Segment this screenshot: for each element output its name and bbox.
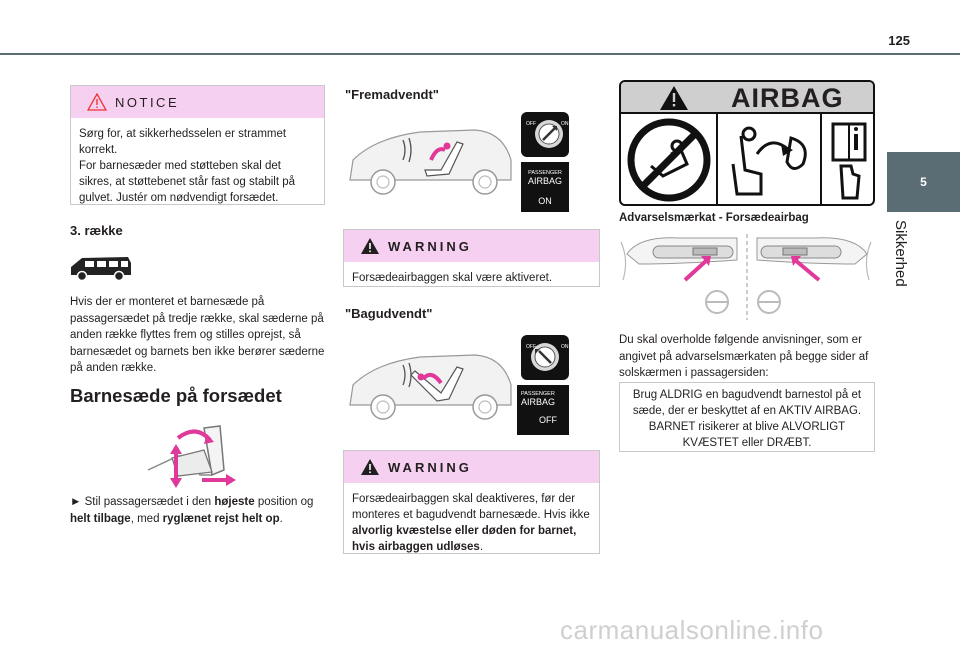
- rearward-warning-body: Forsædeairbaggen skal deaktiveres, før d…: [344, 483, 599, 563]
- warning-triangle-icon: [361, 238, 379, 254]
- header-rule: [0, 53, 960, 55]
- front-seat-heading: Barnesæde på forsædet: [70, 385, 282, 406]
- svg-text:OFF: OFF: [526, 121, 536, 127]
- instr-mid2: , med: [130, 512, 163, 525]
- airbag-banner: AIRBAG: [621, 82, 873, 114]
- rearward-warning-title: WARNING: [388, 459, 472, 475]
- airbag-boxed-warning: Brug ALDRIG en bagudvendt barnestol på e…: [619, 382, 875, 452]
- sun-visor-illustration: [619, 230, 875, 322]
- airbag-banner-text: AIRBAG: [731, 83, 844, 113]
- airbag-label-text: Du skal overholde følgende anvisninger, …: [619, 334, 869, 379]
- instr-b3: ryglænet rejst helt op: [162, 512, 280, 525]
- forward-indicator-state: ON: [538, 196, 552, 206]
- row3-heading: 3. række: [70, 223, 123, 238]
- forward-indicator-label: PASSENGER: [528, 170, 562, 176]
- rearward-indicator-airbag: AIRBAG: [521, 397, 556, 407]
- rearward-car-illustration: [345, 345, 515, 425]
- rearward-warning-box: WARNING Forsædeairbaggen skal deaktivere…: [343, 450, 600, 554]
- section-title: Sikkerhed: [883, 220, 913, 310]
- notice-body: Sørg for, at sikkerhedsselen er strammet…: [71, 118, 324, 214]
- svg-text:ON: ON: [561, 344, 569, 350]
- notice-line-2: For barnesæder med støtteben skal det si…: [79, 160, 296, 204]
- instr-prefix: ► Stil passagersædet i den: [70, 496, 215, 508]
- seat-adjust-illustration: [138, 420, 248, 488]
- watermark: carmanualsonline.info: [560, 615, 824, 645]
- section-tab[interactable]: 5: [887, 152, 960, 212]
- notice-line-1: Sørg for, at sikkerhedsselen er strammet…: [79, 128, 287, 156]
- forward-car-illustration: [345, 120, 515, 200]
- rearward-indicator-label: PASSENGER: [521, 391, 555, 397]
- rearward-warning-bold: alvorlig kvæstelse eller døden for barne…: [352, 525, 577, 553]
- notice-title: NOTICE: [115, 94, 180, 110]
- instr-mid1: position og: [254, 496, 314, 508]
- rearward-warning-suffix: .: [479, 541, 484, 553]
- rearward-switch-knob: OFF ON: [521, 335, 569, 380]
- forward-heading: "Fremadvendt": [345, 87, 439, 102]
- rearward-indicator-state: OFF: [539, 415, 557, 425]
- front-seat-instruction: ► Stil passagersædet i den højeste posit…: [70, 494, 328, 527]
- warning-triangle-icon: [660, 86, 688, 110]
- svg-text:OFF: OFF: [526, 344, 536, 350]
- forward-warning-body: Forsædeairbaggen skal være aktiveret.: [352, 272, 553, 284]
- forward-warning-title: WARNING: [388, 238, 472, 254]
- notice-header: NOTICE: [71, 86, 324, 118]
- forward-warning-box: WARNING Forsædeairbaggen skal være aktiv…: [343, 229, 600, 287]
- instr-b2: helt tilbage: [70, 512, 131, 525]
- airbag-label-caption: Advarselsmærkat - Forsædeairbag: [619, 212, 809, 224]
- notice-box: NOTICE Sørg for, at sikkerhedsselen er s…: [70, 85, 325, 205]
- instr-b1: højeste: [214, 496, 255, 508]
- forward-indicator: PASSENGER AIRBAG ON: [521, 162, 569, 212]
- forward-warning-header: WARNING: [344, 230, 599, 262]
- rearward-warning-header: WARNING: [344, 451, 599, 483]
- rearward-warning-prefix: Forsædeairbaggen skal deaktiveres, før d…: [352, 493, 590, 521]
- forward-indicator-airbag: AIRBAG: [527, 176, 562, 186]
- airbag-warning-label: AIRBAG: [619, 80, 875, 206]
- svg-text:ON: ON: [561, 121, 569, 127]
- warning-triangle-icon: [87, 93, 107, 111]
- rearward-heading: "Bagudvendt": [345, 306, 433, 321]
- warning-triangle-icon: [361, 459, 379, 475]
- rearward-indicator: PASSENGER AIRBAG OFF: [517, 385, 569, 435]
- row3-text: Hvis der er monteret et barnesæde på pas…: [70, 296, 325, 374]
- section-title-text: Sikkerhed: [892, 220, 909, 287]
- forward-switch-knob: OFF ON: [521, 112, 569, 157]
- page-number: 125: [888, 33, 910, 48]
- van-icon: [68, 253, 134, 283]
- instr-suffix: .: [279, 512, 283, 525]
